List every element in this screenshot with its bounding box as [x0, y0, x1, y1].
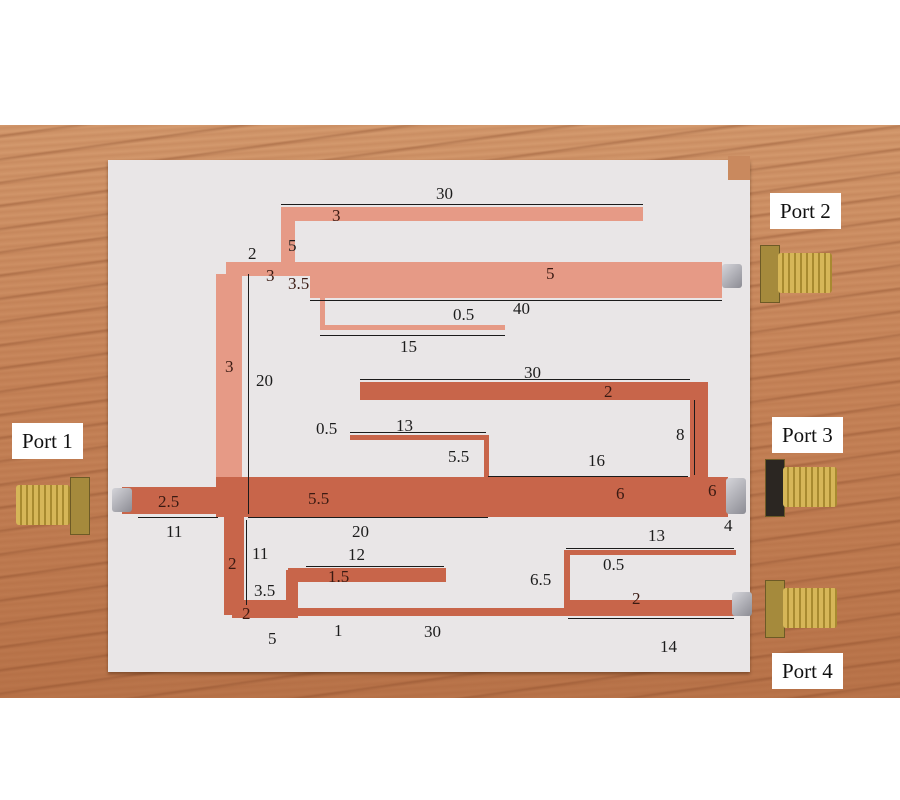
dim-label: 5.5 [448, 447, 470, 466]
dim-label: 20 [256, 371, 273, 390]
dim-label: 2 [632, 589, 641, 608]
dim-line [248, 517, 488, 518]
port3-sma-connector [765, 459, 837, 517]
port2-solder [722, 264, 742, 288]
port1-feed [122, 487, 222, 514]
dim-label: 2.5 [158, 492, 180, 511]
inner-stub [350, 435, 488, 440]
dim-line [488, 476, 688, 477]
port4-label: Port 4 [772, 653, 843, 689]
port2-line [310, 262, 722, 298]
lower-open-stub [288, 568, 446, 582]
dim-label: 5 [288, 236, 297, 255]
port2-sma-connector [760, 245, 832, 303]
dim-label: 5 [268, 629, 277, 648]
dim-label: 1.5 [328, 567, 350, 586]
dim-label: 2 [242, 604, 251, 623]
dim-label: 15 [400, 337, 417, 356]
dim-label: 30 [424, 622, 441, 641]
dim-label: 3.5 [254, 581, 276, 600]
dim-line [306, 566, 444, 567]
dim-label: 0.5 [603, 555, 625, 574]
pcb-photo: 30 3 5 2 3 3.5 5 40 0.5 15 3 20 30 2 8 0… [0, 125, 900, 698]
lower-line [292, 608, 572, 616]
dim-label: 5.5 [308, 489, 330, 508]
mid-open-stub [360, 382, 695, 400]
dim-line [248, 274, 249, 514]
pcb-substrate: 30 3 5 2 3 3.5 5 40 0.5 15 3 20 30 2 8 0… [108, 156, 752, 672]
lower-step [286, 570, 298, 618]
dim-label: 3.5 [288, 274, 310, 293]
dim-label: 11 [166, 522, 183, 541]
small-stub [320, 325, 505, 330]
dim-label: 40 [513, 299, 530, 318]
dim-label: 4 [724, 516, 733, 535]
dim-line [694, 400, 695, 475]
board-notch [728, 156, 750, 180]
dim-line [281, 204, 643, 205]
dim-label: 6 [616, 484, 625, 503]
dim-label: 13 [648, 526, 665, 545]
port4-solder [732, 592, 752, 616]
p4-open-stub [564, 550, 736, 555]
feed-vertical [216, 274, 242, 514]
dim-label: 3 [225, 357, 234, 376]
mid-stub-drop [690, 382, 708, 477]
dim-label: 30 [524, 363, 541, 382]
inner-stub-drop [484, 435, 489, 479]
dim-line [320, 335, 505, 336]
port2-label: Port 2 [770, 193, 841, 229]
port4-sma-connector [765, 580, 837, 638]
dim-label: 3 [332, 206, 341, 225]
p4-line [566, 600, 736, 616]
dim-label: 13 [396, 416, 413, 435]
port3-label: Port 3 [772, 417, 843, 453]
dim-label: 14 [660, 637, 677, 656]
top-stub-riser [281, 207, 295, 267]
lower-vertical [224, 515, 244, 615]
dim-label: 30 [436, 184, 453, 203]
dim-label: 3 [266, 266, 275, 285]
port1-sma-connector [16, 477, 90, 535]
dim-label: 0.5 [316, 419, 338, 438]
port1-label: Port 1 [12, 423, 83, 459]
lower-bend [232, 600, 292, 618]
top-open-stub [281, 207, 643, 221]
upper-bend [226, 262, 310, 276]
dim-label: 16 [588, 451, 605, 470]
small-stub-drop [320, 298, 325, 330]
dim-label: 2 [248, 244, 257, 263]
dim-label: 6.5 [530, 570, 552, 589]
dim-line [360, 379, 690, 380]
p4-stub-drop [564, 552, 570, 614]
port3-solder [726, 478, 746, 514]
dim-line [350, 432, 486, 433]
dim-label: 6 [708, 481, 717, 500]
dim-label: 0.5 [453, 305, 475, 324]
dim-line [310, 300, 722, 301]
dim-line [246, 520, 247, 605]
dim-label: 12 [348, 545, 365, 564]
dim-label: 20 [352, 522, 369, 541]
dim-label: 2 [228, 554, 237, 573]
dim-line [566, 548, 734, 549]
dim-label: 1 [334, 621, 343, 640]
dim-line [568, 618, 734, 619]
port1-solder [112, 488, 132, 512]
dim-line [138, 517, 218, 518]
dim-label: 5 [546, 264, 555, 283]
dim-label: 8 [676, 425, 685, 444]
main-line [216, 477, 728, 517]
dim-label: 11 [252, 544, 269, 563]
dim-label: 2 [604, 382, 613, 401]
